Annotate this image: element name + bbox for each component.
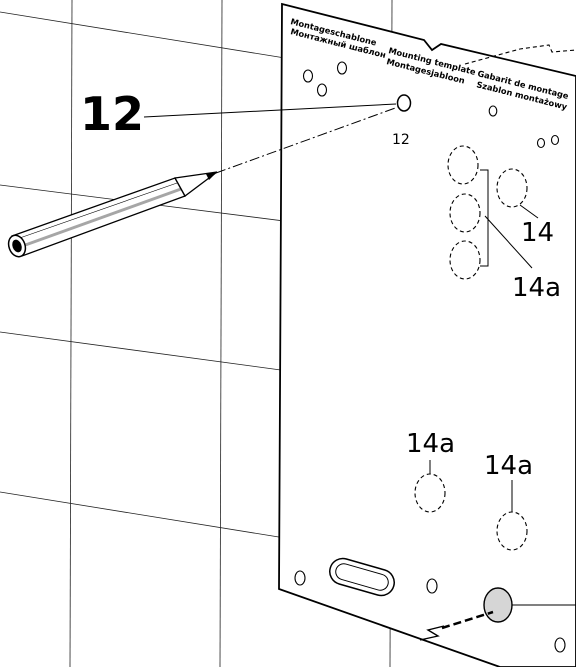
callout-14a-lower-left: 14a [406, 429, 455, 459]
hole-12: 12 [392, 94, 412, 148]
upper-cutouts [447, 145, 539, 280]
callout-14: 14 [521, 218, 554, 248]
grey-hole [419, 587, 576, 641]
callout-12-label: 12 [80, 87, 144, 141]
callout-12: 12 [80, 87, 397, 141]
lower-cutouts [414, 460, 528, 551]
callout-14a-upper: 14a [512, 273, 561, 303]
callout-14a-lower-right: 14a [484, 451, 533, 481]
hole-12-label: 12 [392, 132, 410, 148]
template-holes [294, 61, 566, 653]
pencil-icon [7, 106, 399, 258]
slot-hole [329, 557, 395, 597]
template-sheet [278, 2, 576, 668]
